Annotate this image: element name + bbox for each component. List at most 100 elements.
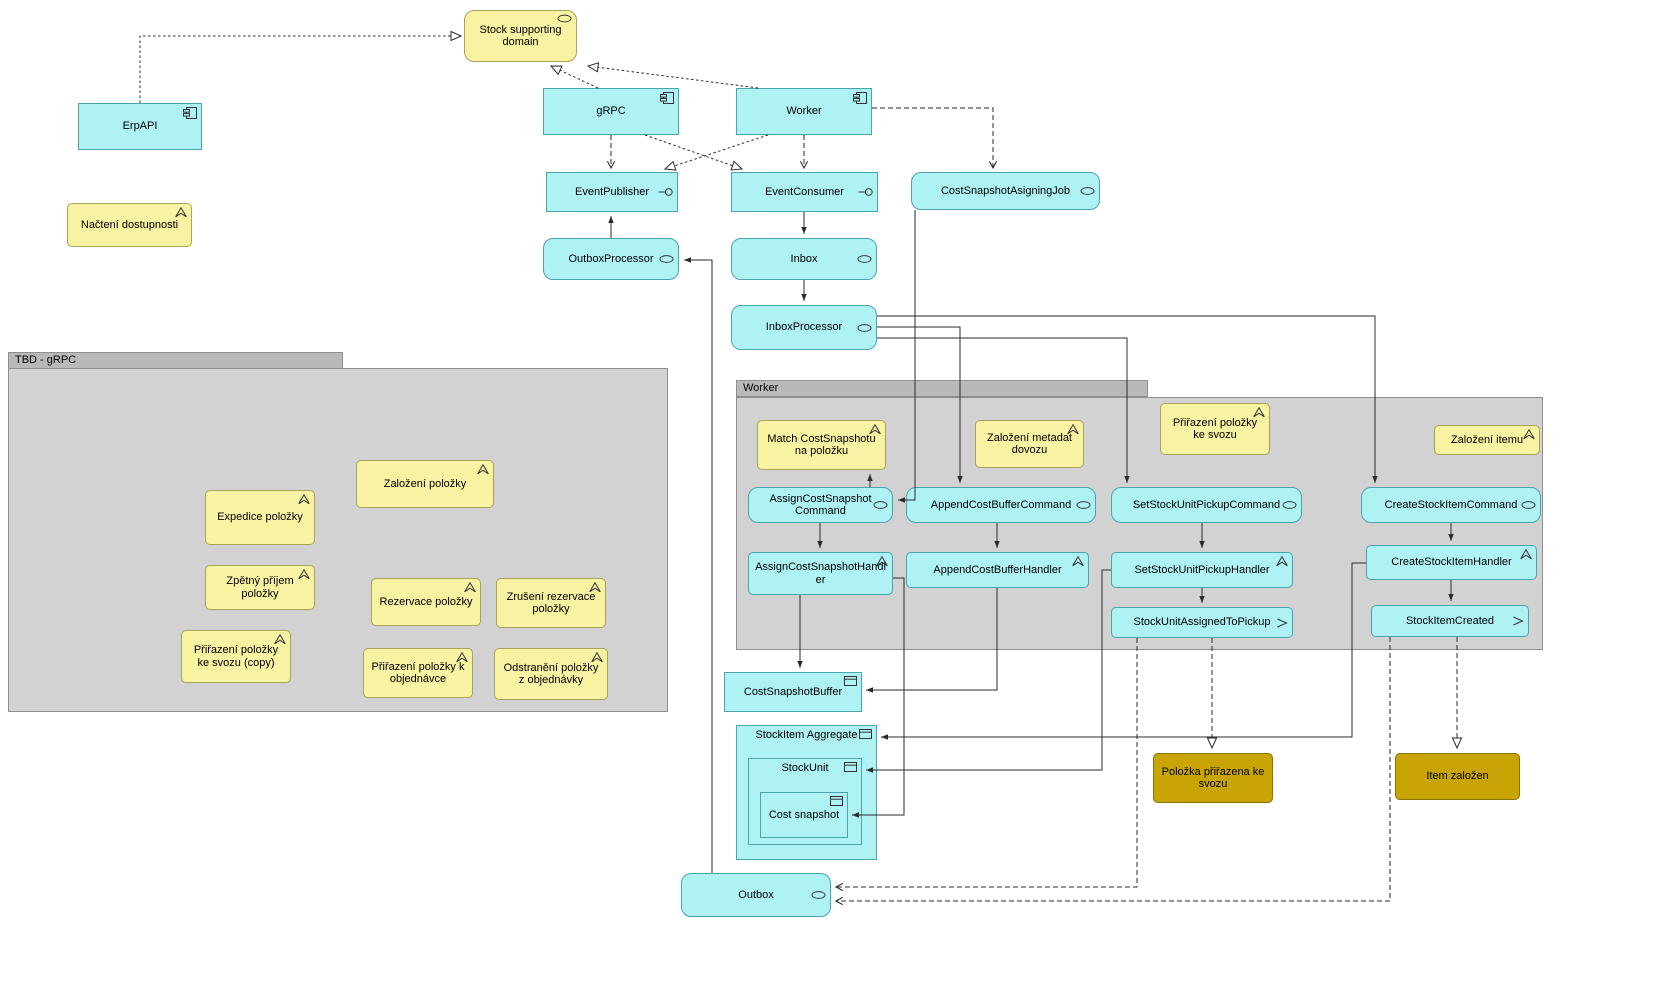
function-icon <box>456 652 468 663</box>
application-service-icon <box>811 891 826 900</box>
node-zalozeni-itemu[interactable]: Založení itemu <box>1434 425 1540 455</box>
application-service-icon <box>873 501 888 510</box>
node-stock-unit-assigned-to-pickup[interactable]: StockUnitAssignedToPickup <box>1111 607 1293 638</box>
connector-erpapi-to-stock-domain <box>139 36 461 103</box>
node-zalozeni-metadat-dovozu[interactable]: Založení metadat dovozu <box>975 420 1084 468</box>
node-zalozeni-polozky[interactable]: Založení položky <box>356 460 494 508</box>
node-inbox[interactable]: Inbox <box>731 238 877 280</box>
node-label: AppendCostBufferCommand <box>930 498 1072 511</box>
node-event-consumer[interactable]: EventConsumer <box>731 172 878 212</box>
node-append-cost-buffer-command[interactable]: AppendCostBufferCommand <box>906 487 1096 523</box>
node-nacteni-dostupnosti[interactable]: Načtení dostupnosti <box>67 203 192 247</box>
node-polozka-prirazena-ke-svozu[interactable]: Položka přiřazena ke svozu <box>1153 753 1273 803</box>
node-stock-item-created[interactable]: StockItemCreated <box>1371 605 1529 637</box>
connector-grpc-to-event-consumer <box>644 134 742 169</box>
node-zruseni-rezervace-polozky[interactable]: Zrušení rezervace položky <box>496 578 606 628</box>
node-label: Přiřazení položky ke svozu <box>1172 416 1258 441</box>
node-label: CreateStockItemHandler <box>1391 556 1512 569</box>
function-icon <box>1523 429 1535 440</box>
node-assign-cost-snapshot-command[interactable]: AssignCostSnapshot Command <box>748 487 893 523</box>
function-icon <box>1520 549 1532 560</box>
node-create-stock-item-handler[interactable]: CreateStockItemHandler <box>1366 545 1537 580</box>
node-prirazeni-polozky-k-objednavce[interactable]: Přiřazení položky k objednávce <box>363 648 473 698</box>
connector-outbox-to-outbox-processor <box>684 257 713 873</box>
group-tbd-grpc-tab[interactable]: TBD - gRPC <box>8 352 343 369</box>
function-icon <box>589 582 601 593</box>
node-inbox-processor[interactable]: InboxProcessor <box>731 305 877 350</box>
node-label: Inbox <box>790 252 818 265</box>
node-erpapi[interactable]: ErpAPI <box>78 103 202 150</box>
function-icon <box>298 494 310 505</box>
node-label: AssignCostSnapshotHandler <box>755 561 886 586</box>
node-event-publisher[interactable]: EventPublisher <box>546 172 678 212</box>
node-outbox[interactable]: Outbox <box>681 873 831 917</box>
function-icon <box>869 424 881 435</box>
node-set-stock-unit-pickup-handler[interactable]: SetStockUnitPickupHandler <box>1111 552 1293 588</box>
application-service-icon <box>857 255 872 264</box>
function-icon <box>298 569 310 580</box>
function-icon <box>464 582 476 593</box>
data-object-icon <box>844 676 857 686</box>
node-set-stock-unit-pickup-command[interactable]: SetStockUnitPickupCommand <box>1111 487 1302 523</box>
node-label: Outbox <box>738 888 774 901</box>
node-label: OutboxProcessor <box>568 252 654 265</box>
group-tbd-grpc-label: TBD - gRPC <box>15 354 77 366</box>
interface-icon <box>858 188 873 197</box>
node-item-zalozen[interactable]: Item založen <box>1395 753 1520 800</box>
node-label: Rezervace položky <box>379 595 473 608</box>
node-label: StockItemCreated <box>1405 614 1495 627</box>
node-cost-snapshot-buffer[interactable]: CostSnapshotBuffer <box>724 672 862 712</box>
node-label: Zrušení rezervace položky <box>506 590 596 615</box>
node-label: StockUnitAssignedToPickup <box>1133 616 1271 629</box>
node-outbox-processor[interactable]: OutboxProcessor <box>543 238 679 280</box>
node-prirazeni-polozky-ke-svozu[interactable]: Přiřazení položky ke svozu <box>1160 403 1270 455</box>
node-label: SetStockUnitPickupCommand <box>1132 498 1281 511</box>
component-icon <box>660 92 674 104</box>
function-icon <box>1276 556 1288 567</box>
connector-worker-to-stock-domain <box>588 66 759 89</box>
node-label: Worker <box>786 105 822 118</box>
application-service-icon <box>857 323 872 332</box>
node-create-stock-item-command[interactable]: CreateStockItemCommand <box>1361 487 1541 523</box>
node-label: EventConsumer <box>765 185 844 198</box>
application-event-icon <box>1512 616 1524 626</box>
node-expedice-polozky[interactable]: Expedice položky <box>205 490 315 545</box>
connector-stock-unit-assigned-to-outbox <box>834 638 1138 892</box>
node-label: StockUnit <box>781 762 829 774</box>
node-label: ErpAPI <box>122 120 158 133</box>
node-assign-cost-snapshot-handler[interactable]: AssignCostSnapshotHandler <box>748 552 893 595</box>
component-icon <box>183 107 197 119</box>
node-label: Založení itemu <box>1450 433 1524 446</box>
node-odstraneni-polozky-z-objednavky[interactable]: Odstranění položky z objednávky <box>494 648 608 700</box>
connector-grpc-to-stock-domain <box>551 66 599 89</box>
group-worker-tab[interactable]: Worker <box>736 380 1148 397</box>
node-append-cost-buffer-handler[interactable]: AppendCostBufferHandler <box>906 552 1089 588</box>
node-label: Odstranění položky z objednávky <box>503 661 599 686</box>
application-service-icon <box>1521 501 1536 510</box>
application-service-icon <box>1076 501 1091 510</box>
node-cost-snapshot-asigning-job[interactable]: CostSnapshotAsigningJob <box>911 172 1100 210</box>
node-label: Zpětný příjem položky <box>226 575 294 600</box>
node-label: gRPC <box>596 105 626 118</box>
node-rezervace-polozky[interactable]: Rezervace položky <box>371 578 481 626</box>
data-object-icon <box>844 762 857 772</box>
node-label: Přiřazení položky ke svozu (copy) <box>193 644 279 669</box>
node-grpc[interactable]: gRPC <box>543 88 679 135</box>
node-worker-component[interactable]: Worker <box>736 88 872 135</box>
function-icon <box>175 207 187 218</box>
connector-stock-item-created-to-outbox <box>834 637 1391 906</box>
node-label: Založení metadat dovozu <box>987 431 1072 456</box>
application-service-icon <box>1282 501 1297 510</box>
node-label: Expedice položky <box>217 511 303 524</box>
node-label: Stock supporting domain <box>479 23 562 48</box>
node-stock-supporting-domain[interactable]: Stock supporting domain <box>464 10 577 62</box>
node-label: AssignCostSnapshot Command <box>769 492 872 517</box>
function-icon <box>1067 424 1079 435</box>
node-label: CreateStockItemCommand <box>1384 498 1518 511</box>
node-match-costsnapshotu-na-polozku[interactable]: Match CostSnapshotu na položku <box>757 420 886 470</box>
node-zpetny-prijem-polozky[interactable]: Zpětný příjem položky <box>205 565 315 610</box>
node-cost-snapshot[interactable]: Cost snapshot <box>760 792 848 838</box>
data-object-icon <box>830 796 843 806</box>
node-prirazeni-polozky-ke-svozu-copy[interactable]: Přiřazení položky ke svozu (copy) <box>181 630 291 683</box>
interface-icon <box>658 188 673 197</box>
